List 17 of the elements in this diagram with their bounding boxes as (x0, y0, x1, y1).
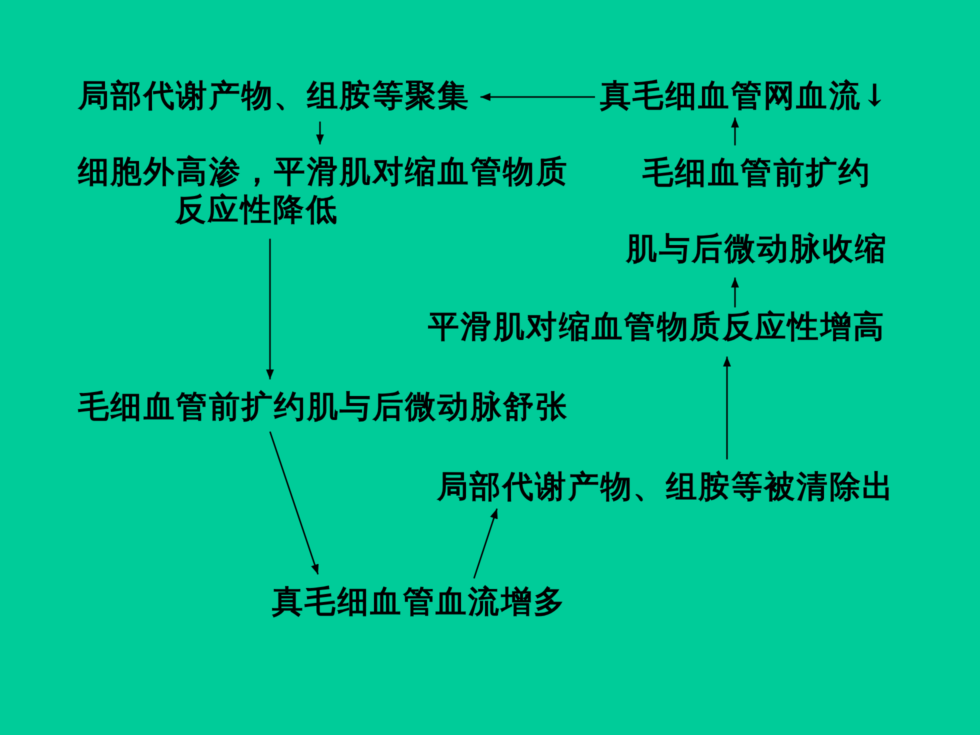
step-text: 真毛细血管血流增多 (272, 584, 566, 622)
step-text: 平滑肌对缩血管物质反应性增高 (428, 309, 886, 347)
arrow (316, 122, 324, 144)
arrow (731, 278, 739, 308)
step-text: 毛细血管前扩约肌与后微动脉舒张 (78, 389, 568, 427)
arrow (731, 118, 739, 146)
step-text: 肌与后微动脉收缩 (624, 231, 889, 269)
arrow (473, 508, 498, 579)
step-text: 真毛细血管网血流↓ (600, 78, 890, 116)
step-text: 局部代谢产物、组胺等聚集 (78, 78, 470, 116)
arrow (480, 92, 595, 101)
step-text: 细胞外高渗，平滑肌对缩血管物质反应性降低 (78, 154, 581, 229)
arrow (723, 356, 731, 460)
arrow (266, 238, 274, 380)
arrow (269, 431, 319, 575)
step-text: 局部代谢产物、组胺等被清除出 (437, 469, 895, 507)
step-text: 毛细血管前扩约 (641, 155, 872, 193)
